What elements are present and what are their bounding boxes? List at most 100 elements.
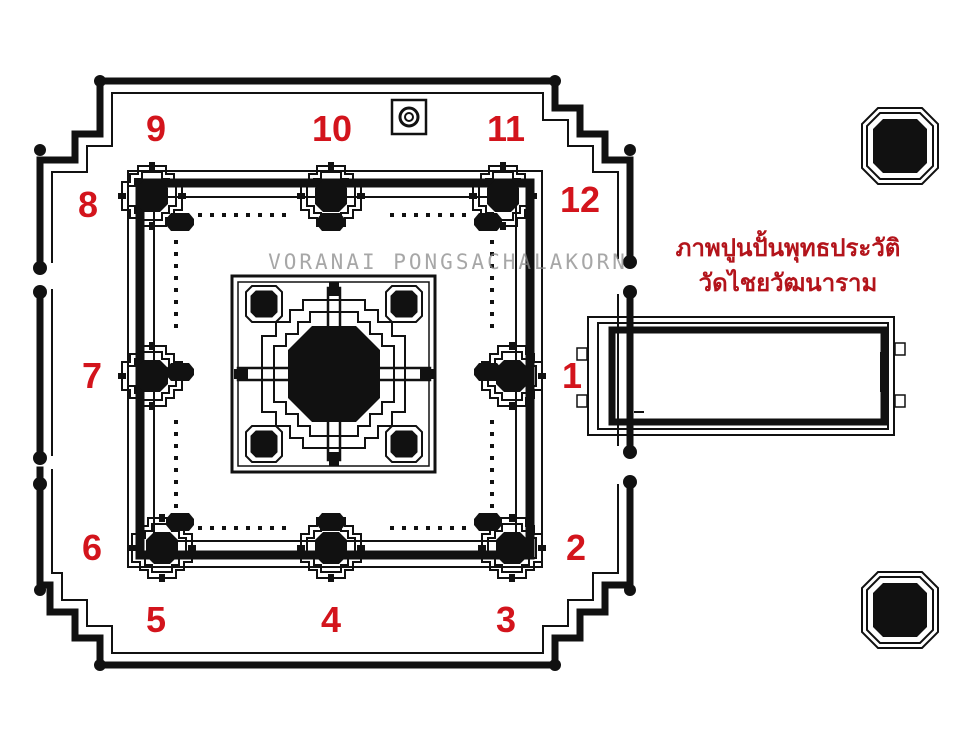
ordination-hall bbox=[576, 316, 906, 436]
colonnade-pillar bbox=[174, 252, 178, 256]
meru-chapel bbox=[118, 162, 186, 230]
colonnade-pillar bbox=[490, 288, 494, 292]
colonnade-pillar bbox=[490, 312, 494, 316]
colonnade-pillar bbox=[174, 492, 178, 496]
colonnade-pillar bbox=[490, 468, 494, 472]
label-11: 11 bbox=[486, 108, 526, 149]
colonnade-pillar bbox=[462, 526, 466, 530]
colonnade-pillar bbox=[174, 456, 178, 460]
colonnade-pillar bbox=[246, 213, 250, 217]
colonnade-pillar bbox=[490, 504, 494, 508]
label-8: 8 bbox=[77, 184, 99, 225]
inner-niche bbox=[474, 213, 502, 231]
colonnade-pillar bbox=[174, 504, 178, 508]
colonnade-pillar bbox=[462, 213, 466, 217]
detached-chedi-north bbox=[861, 107, 939, 185]
inner-niche bbox=[474, 513, 502, 531]
colonnade-pillar bbox=[270, 213, 274, 217]
colonnade-pillar bbox=[258, 213, 262, 217]
colonnade-pillar bbox=[174, 288, 178, 292]
colonnade-dots bbox=[174, 213, 494, 530]
colonnade-pillar bbox=[390, 213, 394, 217]
inner-niche bbox=[317, 513, 345, 531]
label-10: 10 bbox=[311, 108, 353, 149]
colonnade-pillar bbox=[222, 213, 226, 217]
label-6: 6 bbox=[81, 527, 103, 568]
label-4: 4 bbox=[320, 599, 342, 640]
title-line-2: วัดไชยวัฒนาราม bbox=[698, 269, 878, 297]
colonnade-pillar bbox=[174, 432, 178, 436]
colonnade-pillar bbox=[174, 468, 178, 472]
label-7: 7 bbox=[81, 355, 103, 396]
colonnade-pillar bbox=[490, 264, 494, 268]
colonnade-pillar bbox=[210, 213, 214, 217]
colonnade-pillar bbox=[490, 492, 494, 496]
colonnade-pillar bbox=[438, 213, 442, 217]
colonnade-pillar bbox=[450, 213, 454, 217]
north-pedestal bbox=[390, 98, 428, 136]
colonnade-pillar bbox=[174, 300, 178, 304]
title-line-1: ภาพปูนปั้นพุทธประวัติ bbox=[675, 234, 901, 262]
meru-chapel bbox=[478, 514, 546, 582]
colonnade-pillar bbox=[234, 526, 238, 530]
colonnade-pillar bbox=[198, 526, 202, 530]
meru-chapel bbox=[297, 514, 365, 582]
meru-chapel bbox=[118, 342, 186, 410]
colonnade-pillar bbox=[490, 240, 494, 244]
colonnade-pillar bbox=[174, 324, 178, 328]
label-1: 1 bbox=[561, 355, 583, 396]
colonnade-pillar bbox=[402, 526, 406, 530]
colonnade-pillar bbox=[174, 312, 178, 316]
label-9: 9 bbox=[145, 108, 167, 149]
colonnade-pillar bbox=[234, 213, 238, 217]
colonnade-pillar bbox=[490, 456, 494, 460]
colonnade-pillar bbox=[270, 526, 274, 530]
colonnade-pillar bbox=[198, 213, 202, 217]
colonnade-pillar bbox=[490, 324, 494, 328]
colonnade-pillar bbox=[258, 526, 262, 530]
colonnade-pillar bbox=[174, 444, 178, 448]
colonnade-pillar bbox=[426, 213, 430, 217]
label-2: 2 bbox=[565, 527, 587, 568]
colonnade-pillar bbox=[282, 213, 286, 217]
central-prang bbox=[234, 282, 434, 466]
colonnade-pillar bbox=[490, 444, 494, 448]
colonnade-pillar bbox=[174, 480, 178, 484]
colonnade-pillar bbox=[414, 526, 418, 530]
inner-niche bbox=[166, 213, 194, 231]
colonnade-pillar bbox=[174, 420, 178, 424]
colonnade-pillar bbox=[414, 213, 418, 217]
colonnade-pillar bbox=[490, 480, 494, 484]
label-12: 12 bbox=[559, 179, 601, 220]
watermark: VORANAI PONGSACHALAKORN bbox=[268, 250, 628, 274]
colonnade-pillar bbox=[490, 432, 494, 436]
colonnade-pillar bbox=[174, 240, 178, 244]
colonnade-pillar bbox=[450, 526, 454, 530]
colonnade-pillar bbox=[402, 213, 406, 217]
colonnade-pillar bbox=[246, 526, 250, 530]
inner-niche bbox=[166, 513, 194, 531]
meru-chapel bbox=[469, 162, 537, 230]
colonnade-pillar bbox=[438, 526, 442, 530]
platform-corner-prangs bbox=[245, 285, 423, 463]
inner-niche bbox=[317, 213, 345, 231]
label-5: 5 bbox=[145, 599, 167, 640]
label-3: 3 bbox=[495, 599, 517, 640]
inner-niche bbox=[474, 363, 502, 381]
colonnade-pillar bbox=[222, 526, 226, 530]
colonnade-pillar bbox=[490, 252, 494, 256]
outer-gallery-wall bbox=[36, 77, 634, 669]
inner-niche bbox=[166, 363, 194, 381]
colonnade-pillar bbox=[490, 420, 494, 424]
outer-wall-gate-posts bbox=[33, 75, 637, 671]
colonnade-pillar bbox=[210, 526, 214, 530]
detached-chedi-south bbox=[861, 571, 939, 649]
colonnade-pillar bbox=[282, 526, 286, 530]
meru-chapels bbox=[118, 162, 546, 582]
colonnade-pillar bbox=[490, 276, 494, 280]
colonnade-pillar bbox=[174, 276, 178, 280]
colonnade-pillar bbox=[390, 526, 394, 530]
colonnade-pillar bbox=[174, 264, 178, 268]
colonnade-pillar bbox=[490, 300, 494, 304]
